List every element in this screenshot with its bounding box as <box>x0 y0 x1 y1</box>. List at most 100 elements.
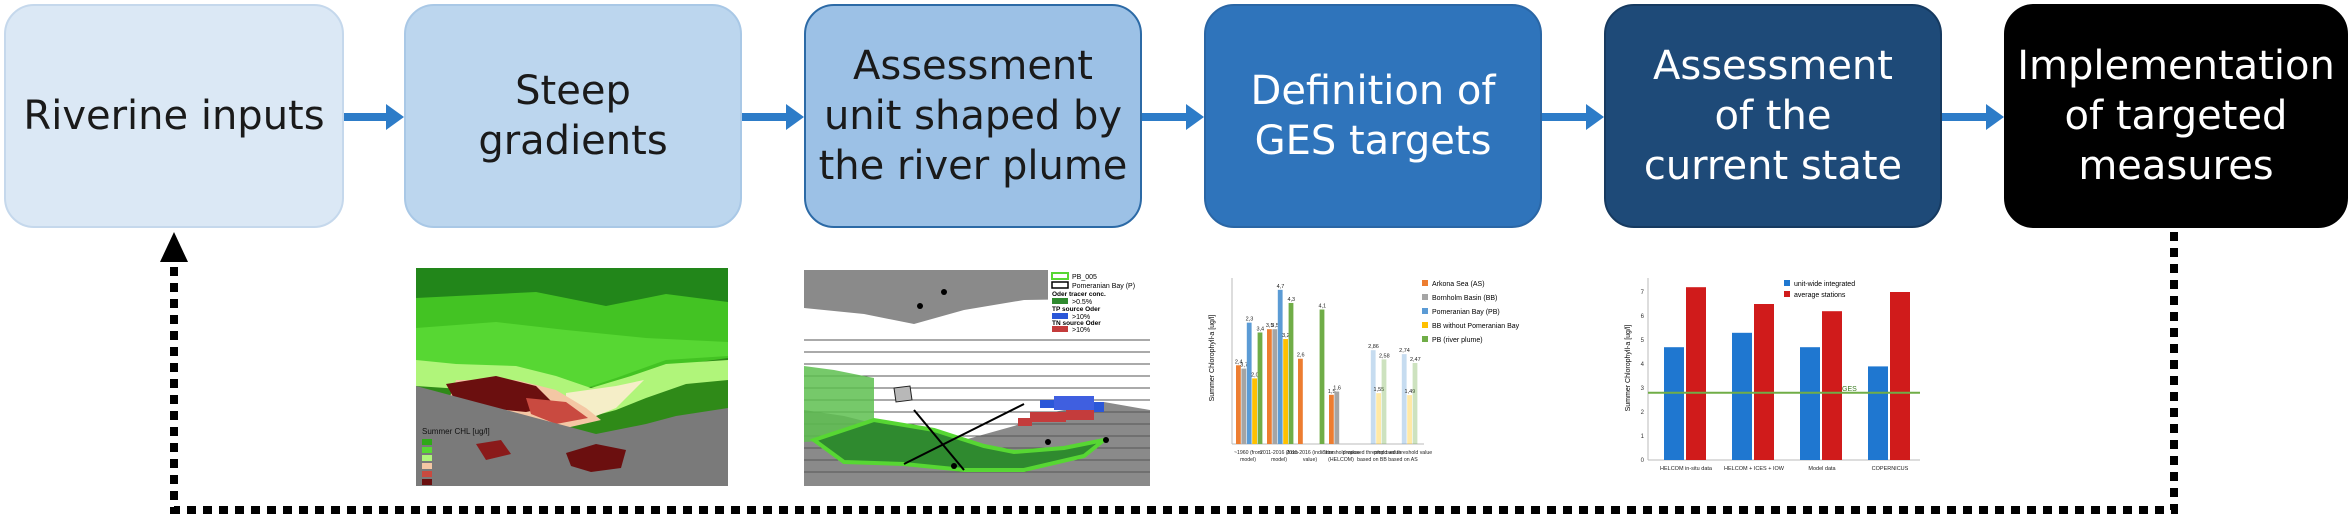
chl-map-legend: Summer CHL [ug/l] <box>422 427 490 485</box>
state-bar <box>1664 347 1684 460</box>
step-steep-gradients: Steep gradients <box>404 4 742 228</box>
state-ytick-label: 6 <box>1641 314 1645 320</box>
feedback-arrowhead <box>160 232 188 262</box>
ges-legend-4: PB (river plume) <box>1432 337 1483 344</box>
ges-bar-value-label: 4,7 <box>1277 284 1285 290</box>
ges-chart-bars: 2,43,72,32,03,43,53,54,73,24,32,64,11,51… <box>1235 284 1421 444</box>
ges-chart-legend: Arkona Sea (AS) Bornholm Basin (BB) Pome… <box>1422 280 1520 344</box>
ges-legend-2: Pomeranian Bay (PB) <box>1432 309 1500 316</box>
state-chart-bars <box>1664 287 1910 460</box>
state-chart-categories: HELCOM in-situ data HELCOM + ICES + IOW Mo… <box>1660 466 1909 472</box>
ges-bar <box>1267 329 1272 444</box>
ges-bar <box>1272 329 1278 444</box>
state-ytick-label: 0 <box>1641 458 1645 464</box>
ges-bar <box>1334 391 1340 444</box>
chl-legend-title: Summer CHL [ug/l] <box>422 427 490 436</box>
state-legend-0: unit-wide integrated <box>1794 281 1855 288</box>
ges-bar-value-label: 2,4 <box>1235 359 1243 365</box>
ges-chart-ylabel: Summer Chlorophyll-a [ug/l] <box>1209 315 1216 402</box>
ges-bar-value-label: 3,5 <box>1271 323 1279 329</box>
arrow-2 <box>742 104 804 130</box>
plume-legend-2: Oder tracer conc. <box>1052 291 1106 298</box>
state-ytick-label: 3 <box>1641 386 1645 392</box>
ges-legend-3: BB without Pomeranian Bay <box>1432 323 1520 330</box>
step-implementation: Implementation of targeted measures <box>2004 4 2348 228</box>
state-chart-legend: unit-wide integrated average stations <box>1784 280 1855 299</box>
step-label: Assessment of the current state <box>1643 43 1903 189</box>
ges-bar <box>1277 289 1283 444</box>
ges-bar-value-label: 1,6 <box>1333 386 1341 392</box>
ges-bar <box>1252 378 1257 444</box>
step-label: Assessment unit shaped by the river plum… <box>818 43 1128 189</box>
ges-bar-value-label: 2,86 <box>1368 344 1379 350</box>
step-current-state: Assessment of the current state <box>1604 4 1942 228</box>
plume-legend-1: Pomeranian Bay (P) <box>1072 283 1135 290</box>
arrow-5 <box>1942 104 2004 130</box>
state-ytick-label: 4 <box>1641 362 1645 368</box>
ges-bar-value-label: 4,3 <box>1287 297 1295 303</box>
state-bar <box>1732 332 1752 460</box>
plume-legend-3: >0.5% <box>1072 299 1092 306</box>
plume-legend-6: TN source Oder <box>1052 320 1101 327</box>
ges-bar-value-label: 4,1 <box>1318 304 1326 310</box>
state-bar <box>1890 292 1910 460</box>
state-ytick-label: 7 <box>1641 290 1645 296</box>
arrow-1 <box>344 104 404 130</box>
ges-bar-value-label: 2,74 <box>1399 348 1410 354</box>
ges-bar-value-label: 3,7 <box>1240 363 1248 369</box>
ges-bar <box>1298 358 1303 444</box>
step-riverine-inputs: Riverine inputs <box>4 4 344 228</box>
ges-bar-value-label: 3,5 <box>1266 323 1274 329</box>
state-ytick-label: 5 <box>1641 338 1645 344</box>
ges-bar <box>1329 394 1334 444</box>
state-bar <box>1800 347 1820 460</box>
ges-bar-value-label: 2,3 <box>1246 317 1254 323</box>
ges-bar <box>1241 368 1247 444</box>
plume-map-legend: PB_005 Pomeranian Bay (P) Oder tracer co… <box>1048 270 1150 334</box>
state-category-label: HELCOM + ICES + IOW <box>1724 466 1785 472</box>
step-assessment-unit: Assessment unit shaped by the river plum… <box>804 4 1142 228</box>
ges-threshold-label: GES <box>1842 386 1857 393</box>
state-legend-1: average stations <box>1794 292 1846 299</box>
ges-bar-value-label: 2,47 <box>1410 357 1421 363</box>
ges-targets-chart: Summer Chlorophyll-a [ug/l] 2,43,7 2,3 2,0… <box>1204 268 1546 486</box>
state-category-label: HELCOM in-situ data <box>1660 466 1713 472</box>
plume-legend-7: >10% <box>1072 327 1090 334</box>
ges-bar-value-label: 2,0 <box>1251 372 1259 378</box>
ges-bar <box>1319 309 1325 444</box>
chl-map-thumbnail: Summer CHL [ug/l] <box>416 268 728 486</box>
ges-bar <box>1381 359 1387 444</box>
ges-bar-value-label: 1,5 <box>1328 389 1336 395</box>
state-bar <box>1754 304 1774 460</box>
state-bar <box>1686 287 1706 460</box>
step-ges-targets: Definition of GES targets <box>1204 4 1542 228</box>
state-chart-ylabel: Summer Chlorophyll-a [ug/l] <box>1625 325 1632 412</box>
plume-map-thumbnail: PB_005 Pomeranian Bay (P) Oder tracer co… <box>804 270 1150 486</box>
ges-bar <box>1283 339 1288 444</box>
ges-bar <box>1236 365 1241 444</box>
state-ytick-label: 1 <box>1641 434 1645 440</box>
state-category-label: Model data <box>1808 466 1836 472</box>
ges-bar-value-label: 3,2 <box>1282 333 1290 339</box>
ges-bar <box>1246 322 1252 444</box>
ges-legend-1: Bornholm Basin (BB) <box>1432 295 1497 302</box>
ges-bar-value-label: 1,55 <box>1374 387 1385 393</box>
ges-bar <box>1288 302 1294 444</box>
state-bar <box>1868 366 1888 460</box>
ges-bar <box>1401 354 1407 444</box>
ges-bar-value-label: 2,58 <box>1379 353 1390 359</box>
plume-legend-4: TP source Oder <box>1052 306 1101 313</box>
step-label: Steep gradients <box>478 68 668 164</box>
plume-legend-5: >10% <box>1072 314 1090 321</box>
state-bar <box>1822 311 1842 460</box>
step-label: Riverine inputs <box>23 93 325 139</box>
ges-bar <box>1370 350 1376 444</box>
